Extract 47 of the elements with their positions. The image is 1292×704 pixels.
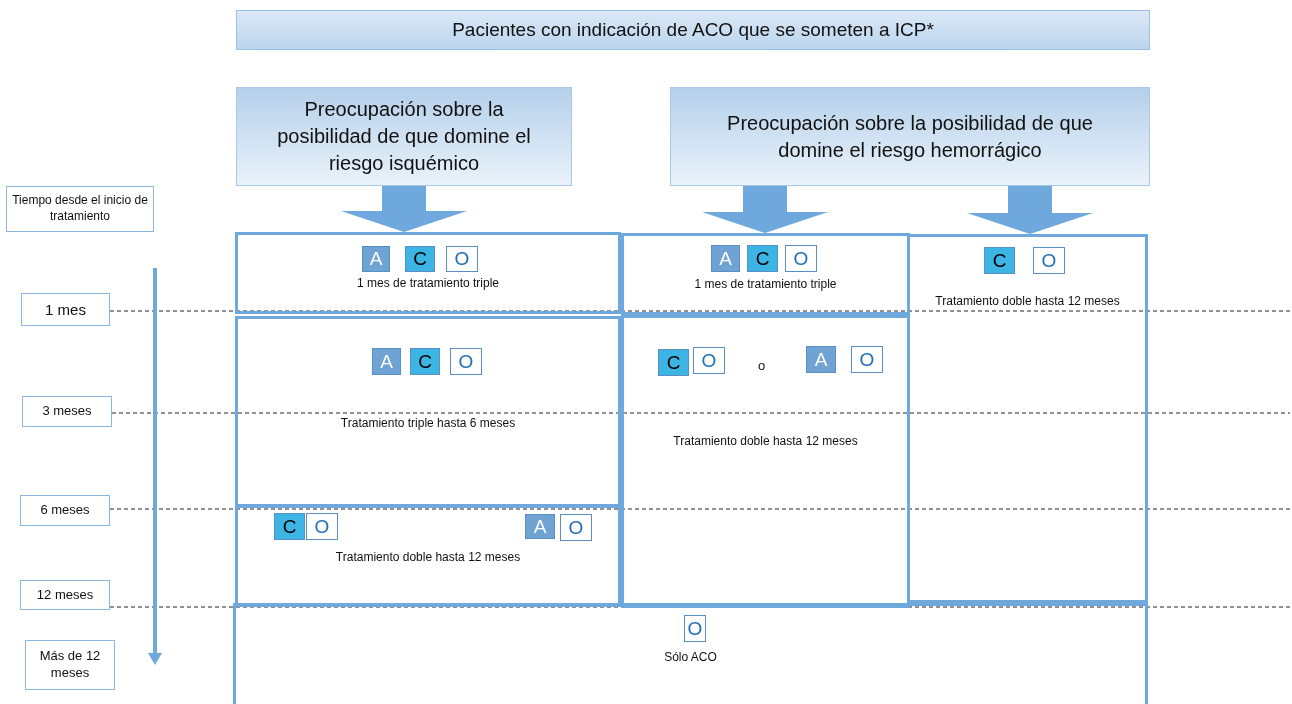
time-label: 1 mes [21, 293, 110, 326]
drug-tile: O [851, 346, 883, 373]
title-box: Pacientes con indicación de ACO que se someten a ICP* [236, 10, 1150, 50]
drug-tile: A [362, 246, 390, 272]
or-text: o [758, 358, 766, 373]
drug-tile: A [806, 346, 836, 373]
risk-concern-box: Preocupación sobre la posibilidad de que domine el riesgo hemorrágico [670, 87, 1150, 186]
block-arrow [967, 186, 1093, 234]
time-label: 12 meses [20, 580, 110, 610]
drug-tile: C [405, 246, 435, 272]
regimen-panel [235, 232, 621, 314]
drug-tile: O [684, 615, 706, 642]
drug-tile: A [525, 514, 555, 539]
drug-tile: C [984, 247, 1015, 274]
time-label: Tiempo desde el inicio de tratamiento [6, 186, 154, 232]
panel-caption: Tratamiento doble hasta 12 meses [935, 294, 1120, 308]
block-arrow [702, 186, 828, 233]
risk-concern-box: Preocupación sobre la posibilidad de que domine el riesgo isquémico [236, 87, 572, 186]
regimen-panel [235, 316, 621, 507]
drug-tile: O [785, 245, 817, 272]
regimen-panel [907, 234, 1148, 603]
regimen-panel [621, 233, 910, 315]
drug-tile: C [410, 348, 440, 375]
drug-tile: C [747, 245, 778, 272]
panel-caption: 1 mes de tratamiento triple [356, 276, 500, 290]
time-label: 6 meses [20, 495, 110, 526]
block-arrow [341, 186, 467, 232]
time-label: 3 meses [22, 396, 112, 427]
drug-tile: O [306, 513, 338, 540]
time-label: Más de 12 meses [25, 640, 115, 690]
regimen-panel [621, 315, 910, 608]
drug-tile: O [446, 246, 478, 272]
panel-caption: Tratamiento triple hasta 6 meses [340, 416, 516, 430]
drug-tile: C [274, 513, 305, 540]
drug-tile: O [560, 514, 592, 541]
regimen-panel [233, 603, 1148, 704]
drug-tile: C [658, 349, 689, 376]
panel-caption: 1 mes de tratamiento triple [694, 277, 837, 291]
regimen-panel [235, 505, 621, 607]
panel-caption: Tratamiento doble hasta 12 meses [673, 434, 858, 448]
drug-tile: O [450, 348, 482, 375]
drug-tile: A [372, 348, 401, 375]
panel-caption: Tratamiento doble hasta 12 meses [335, 550, 521, 564]
drug-tile: O [1033, 247, 1065, 274]
drug-tile: A [711, 245, 740, 272]
drug-tile: O [693, 347, 725, 374]
panel-caption: Sólo ACO [664, 650, 717, 664]
